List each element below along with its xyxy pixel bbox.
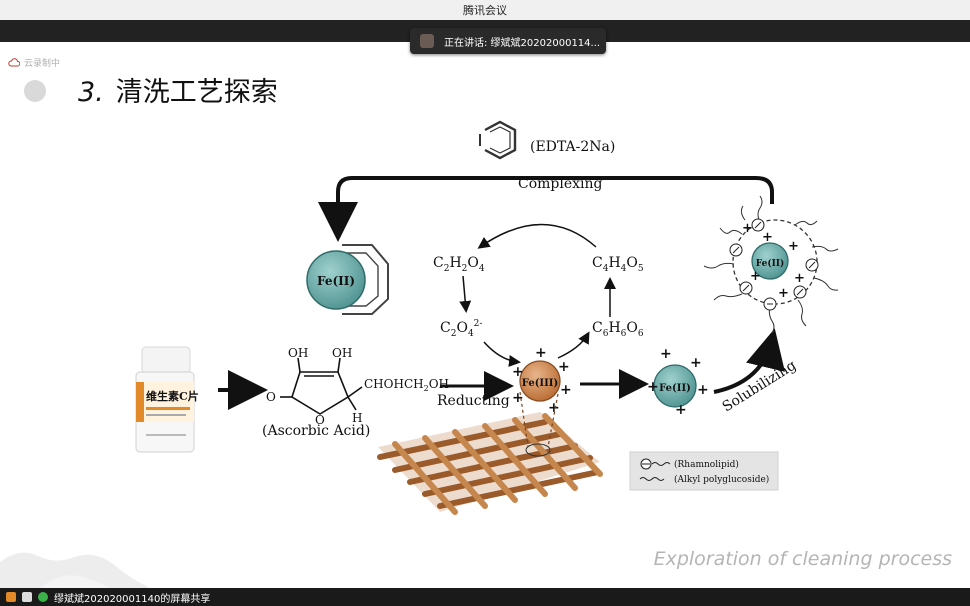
svg-text:+: + — [535, 345, 547, 361]
legend-apg: (Alkyl polyglucoside) — [674, 474, 769, 485]
oxalate-label: C2O42- — [440, 319, 482, 339]
complexing-label: Complexing — [518, 176, 603, 192]
svg-text:+: + — [697, 382, 709, 398]
svg-text:+: + — [762, 230, 773, 245]
screen-share-icon[interactable] — [22, 592, 32, 602]
svg-text:+: + — [647, 379, 659, 395]
svg-text:+: + — [742, 221, 753, 236]
decorative-hills — [0, 552, 150, 588]
app-icon[interactable] — [6, 592, 16, 602]
svg-text:+: + — [558, 359, 570, 375]
dehydroascorbic-label: C6H6O6 — [592, 320, 644, 339]
speaker-avatar — [420, 34, 434, 48]
svg-text:+: + — [560, 382, 572, 398]
svg-text:+: + — [512, 390, 524, 406]
svg-text:+: + — [660, 346, 672, 362]
solubilizing-arrow — [713, 328, 785, 394]
fe2-complex: Fe(II) — [306, 244, 389, 315]
micelle-fe2-label: Fe(II) — [756, 258, 785, 269]
svg-text:+: + — [675, 402, 687, 418]
svg-text:+: + — [778, 286, 789, 301]
fe2-charges: + + + + + — [647, 346, 709, 418]
slide-title: 3. 清洗工艺探索 — [78, 70, 278, 109]
window-titlebar: 腾讯会议 — [0, 0, 970, 20]
cloud-icon — [8, 58, 20, 67]
title-bullet — [24, 80, 46, 102]
mic-icon[interactable] — [38, 592, 48, 602]
svg-text:+: + — [788, 239, 799, 254]
fe3-label: Fe(III) — [522, 378, 558, 389]
oxalic-acid-label: C2H2O4 — [433, 255, 485, 274]
malic-acid-label: C4H4O5 — [592, 255, 644, 274]
acid-cycle: C2H2O4 C4H4O5 C2O42- C6H6O6 — [433, 223, 644, 367]
slide-title-text: 清洗工艺探索 — [115, 77, 278, 108]
recording-badge[interactable]: 云录制中 — [8, 56, 60, 69]
slide-number: 3. — [78, 77, 104, 108]
window-title: 腾讯会议 — [463, 4, 507, 17]
taskbar: 缪斌斌202020001140的屏幕共享 — [0, 588, 970, 606]
fe2-complex-ion — [306, 250, 366, 310]
surfactant-micelle: Fe(II) + + + + + + — [703, 195, 839, 334]
side-chain-label: CHOHCH2OH — [364, 377, 449, 393]
fabric-weave — [377, 391, 603, 515]
svg-text:+: + — [750, 269, 761, 284]
ascorbic-acid-label: (Ascorbic Acid) — [262, 423, 370, 439]
vitamin-c-bottle: 维生素C片 — [135, 346, 199, 453]
shared-slide: 云录制中 3.清洗工艺探索 (EDTA — [0, 42, 970, 588]
recording-label: 云录制中 — [24, 59, 61, 69]
reducting-label: Reducting — [437, 393, 510, 409]
carbonyl-o-label: O — [266, 390, 276, 404]
fe3-ion — [519, 360, 561, 402]
edta-label: (EDTA-2Na) — [530, 139, 615, 155]
svg-text:+: + — [548, 400, 560, 416]
ascorbic-acid-structure — [280, 357, 363, 415]
cleaning-mechanism-figure: (EDTA-2Na) Complexing Fe(II) C2H2O4 C4H4… — [0, 120, 839, 588]
svg-text:+: + — [690, 355, 702, 371]
svg-text:+: + — [512, 364, 524, 380]
legend-rhamnolipid: (Rhamnolipid) — [674, 459, 739, 470]
fe2-ion — [653, 364, 697, 408]
share-label: 缪斌斌202020001140的屏幕共享 — [54, 593, 211, 605]
svg-text:+: + — [794, 271, 805, 286]
current-speaker-indicator[interactable]: 正在讲话: 缪斌斌20202000114... — [410, 28, 606, 54]
speaker-label: 正在讲话: 缪斌斌20202000114... — [444, 37, 601, 49]
hydroxyl-2-label: OH — [332, 346, 352, 360]
hydroxyl-1-label: OH — [288, 346, 308, 360]
complexing-arrow — [318, 176, 774, 242]
edta-molecule-icon — [479, 120, 517, 160]
fe2-complex-label: Fe(II) — [317, 274, 355, 288]
hydrogen-label: H — [352, 411, 362, 425]
fe2-label: Fe(II) — [659, 383, 691, 394]
ring-o-label: O — [315, 413, 325, 427]
slide-footer: Exploration of cleaning process — [653, 548, 952, 570]
fe3-charges: + + + + + + — [512, 345, 572, 416]
bottle-label: 维生素C片 — [146, 389, 199, 403]
surfactant-legend: (Rhamnolipid) (Alkyl polyglucoside) — [629, 451, 779, 491]
